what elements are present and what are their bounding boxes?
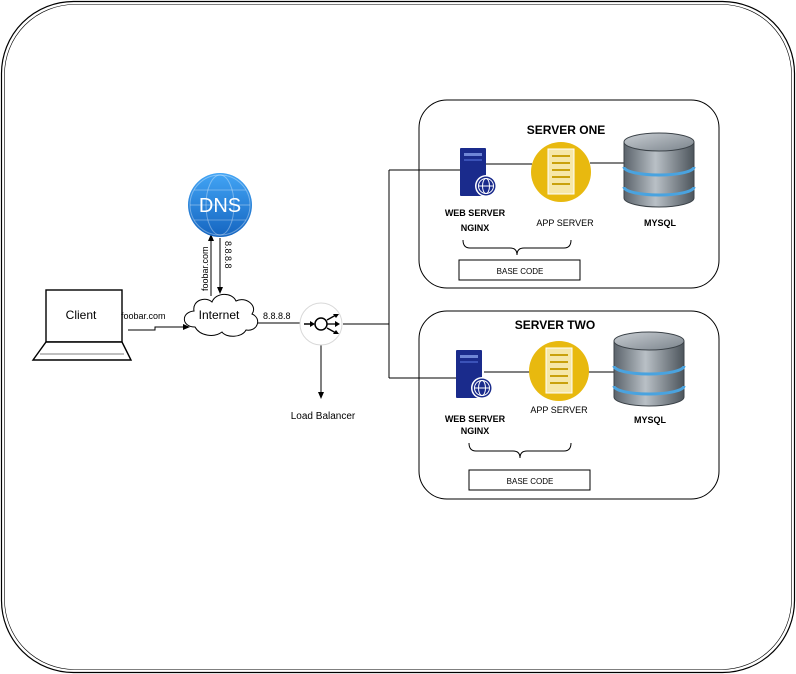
load-balancer-icon bbox=[299, 302, 343, 346]
arrowhead bbox=[318, 392, 324, 399]
dns-label: DNS bbox=[199, 195, 241, 217]
server-two-title: SERVER TWO bbox=[515, 318, 595, 332]
arrowhead bbox=[183, 324, 190, 330]
client-internet-label: foobar.com bbox=[121, 311, 166, 321]
internet-label: Internet bbox=[199, 308, 240, 322]
outer-frame-inner bbox=[4, 4, 792, 670]
app-server-label: APP SERVER bbox=[530, 405, 588, 415]
base-code-label: BASE CODE bbox=[507, 477, 554, 486]
web-server-label: WEB SERVER bbox=[445, 414, 506, 424]
base-code-box bbox=[458, 259, 581, 281]
base-code-brace bbox=[468, 442, 572, 459]
client-label: Client bbox=[66, 308, 97, 322]
mysql-database-icon bbox=[622, 132, 696, 208]
web-server-icon bbox=[460, 148, 497, 197]
app-server-label: APP SERVER bbox=[536, 218, 594, 228]
arrowhead bbox=[208, 234, 214, 241]
mysql-database-icon bbox=[612, 331, 686, 407]
web-server-icon bbox=[456, 350, 493, 399]
arrowhead bbox=[217, 287, 223, 294]
mysql-label: MYSQL bbox=[634, 415, 667, 425]
dns-query-label: foobar.com bbox=[200, 246, 210, 291]
base-code-brace bbox=[462, 239, 572, 256]
app-server-icon bbox=[531, 142, 591, 202]
nginx-label: NGINX bbox=[461, 223, 490, 233]
dns-icon bbox=[188, 173, 252, 237]
base-code-label: BASE CODE bbox=[497, 267, 544, 276]
client-internet-link bbox=[128, 326, 186, 331]
dns-response-label: 8.8.8.8 bbox=[223, 241, 233, 269]
load-balancer-label: Load Balancer bbox=[291, 411, 356, 422]
mysql-label: MYSQL bbox=[644, 218, 677, 228]
connection-lines bbox=[128, 162, 626, 399]
web-server-label: WEB SERVER bbox=[445, 208, 506, 218]
server-one-title: SERVER ONE bbox=[527, 123, 605, 137]
internet-lb-label: 8.8.8.8 bbox=[263, 311, 291, 321]
internet-cloud-icon bbox=[183, 293, 259, 337]
base-code-box bbox=[468, 469, 591, 491]
app-server-icon bbox=[529, 341, 589, 401]
client-laptop-icon bbox=[31, 289, 133, 361]
nginx-label: NGINX bbox=[461, 426, 490, 436]
